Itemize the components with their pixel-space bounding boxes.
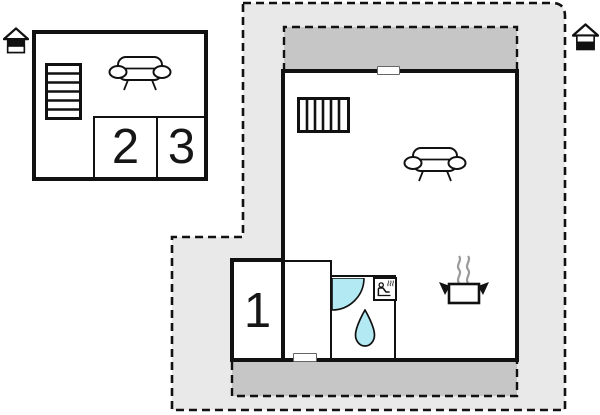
- wall-room1-left: [230, 258, 234, 362]
- wall-bathroom-left: [330, 260, 332, 360]
- house-marker-annex-icon: [3, 27, 29, 54]
- room-1-label: 1: [243, 284, 272, 338]
- radiator-icon: [297, 97, 350, 133]
- water-drop-icon: [354, 309, 376, 347]
- sauna-icon: [377, 280, 394, 297]
- annex-wall-room2-3: [156, 116, 158, 177]
- house-marker-main-icon: [572, 23, 599, 51]
- wall-room1-top: [230, 258, 285, 262]
- sofa-icon: [403, 147, 467, 182]
- stairs-icon: [45, 63, 82, 120]
- wall-room1-divider: [281, 258, 285, 362]
- cooking-pot-icon: [439, 255, 489, 305]
- shower-curtain-icon: [332, 278, 365, 311]
- room-2-label: 2: [111, 120, 140, 174]
- wall-bathroom-top: [330, 275, 396, 277]
- annex-room-floor: [230, 258, 330, 362]
- door-opening-bottom: [293, 353, 317, 362]
- terrace-top: [282, 25, 519, 71]
- annex-wall-rooms-top: [93, 116, 204, 118]
- door-opening-top: [377, 66, 400, 75]
- annex-wall-room2-left: [93, 116, 95, 177]
- sauna-box: [373, 277, 397, 301]
- wall-right: [515, 69, 519, 362]
- wall-hall-top: [283, 260, 332, 262]
- wall-top: [281, 69, 519, 73]
- wall-bottom: [230, 358, 519, 362]
- wall-bathroom-right: [394, 275, 396, 360]
- sofa-icon: [108, 56, 172, 91]
- room-3-label: 3: [167, 120, 196, 174]
- wall-left: [281, 69, 285, 262]
- terrace-bottom: [230, 362, 519, 398]
